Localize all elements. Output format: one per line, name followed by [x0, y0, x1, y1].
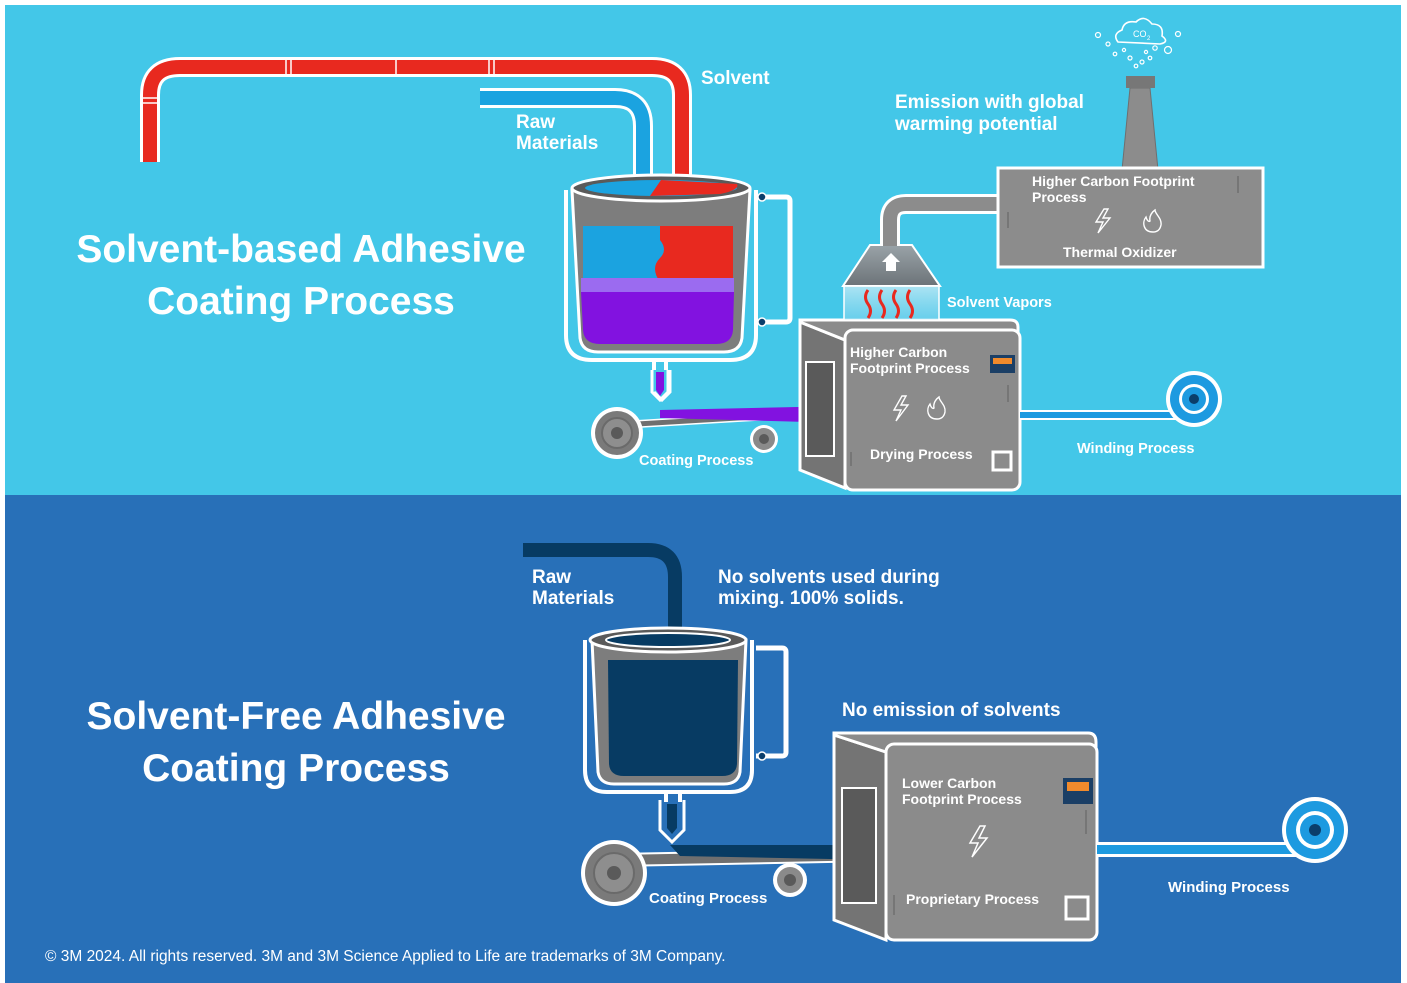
oxidizer-name: Thermal Oxidizer: [1063, 244, 1177, 260]
raw-materials-bottom-line2: Materials: [532, 588, 614, 609]
drying-machine: [798, 318, 1022, 492]
top-title-line2: Coating Process: [147, 280, 455, 323]
solvent-free-mixing-tank: [583, 626, 789, 794]
solvent-mixing-tank: [564, 173, 793, 362]
solvent-pipe: [140, 57, 692, 190]
lightning-icon: [968, 825, 989, 858]
top-title-line1: Solvent-based Adhesive: [76, 228, 525, 271]
raw-materials-pipe: [480, 88, 653, 195]
heat-waves: [864, 289, 914, 319]
solvent-label: Solvent: [701, 68, 770, 89]
emission-label-line2: warming potential: [894, 114, 1058, 135]
raw-materials-pipe-bottom: [523, 543, 682, 642]
lightning-icon: [892, 395, 910, 422]
co2-subscript: 2: [1147, 36, 1151, 42]
dryer-title-line2: Footprint Process: [850, 360, 970, 376]
coating-line-bottom: [581, 840, 881, 906]
coating-process-label: Coating Process: [639, 453, 753, 469]
solvent-free-panel: Lower Carbon Footprint Process Proprieta…: [5, 495, 1401, 983]
flame-icon: [927, 395, 946, 420]
oxidizer-title-line1: Higher Carbon Footprint: [1032, 173, 1195, 189]
raw-materials-bottom-line1: Raw: [532, 567, 571, 588]
exhaust-duct: [880, 194, 1000, 246]
dryer-title-line1: Higher Carbon: [850, 344, 947, 360]
up-arrow-icon: [882, 253, 900, 271]
co2-cloud-icon: CO 2: [1094, 17, 1182, 69]
coating-nozzle: [650, 360, 672, 403]
no-emission-label: No emission of solvents: [842, 700, 1061, 721]
coating-process-bottom-label: Coating Process: [649, 890, 767, 907]
raw-materials-label-line2: Materials: [516, 133, 598, 154]
lightning-icon: [1094, 208, 1112, 234]
raw-materials-label-line1: Raw: [516, 112, 555, 133]
co2-label: CO: [1133, 29, 1147, 39]
machine-name: Proprietary Process: [906, 891, 1039, 907]
coating-nozzle-bottom: [658, 792, 686, 845]
thermal-oxidizer: Higher Carbon Footprint Process Thermal …: [996, 166, 1265, 269]
bottom-title-line2: Coating Process: [142, 747, 450, 790]
winding-station-bottom: [1097, 797, 1348, 863]
vapor-hood: [841, 244, 942, 321]
drying-machine-labels: Higher Carbon Footprint Process Drying P…: [850, 344, 973, 462]
machine-title-line2: Footprint Process: [902, 791, 1022, 807]
solvent-vapors-label: Solvent Vapors: [947, 295, 1052, 311]
emission-label-line1: Emission with global: [895, 92, 1084, 113]
bottom-title-line1: Solvent-Free Adhesive: [86, 695, 505, 738]
proprietary-machine: Lower Carbon Footprint Process Proprieta…: [832, 731, 1099, 943]
copyright-footer: © 3M 2024. All rights reserved. 3M and 3…: [45, 948, 726, 965]
winding-process-label: Winding Process: [1077, 441, 1195, 457]
no-solvents-note-line2: mixing. 100% solids.: [718, 588, 904, 609]
winding-station: [1020, 371, 1222, 427]
no-solvents-note-line1: No solvents used during: [718, 567, 940, 588]
machine-title-line1: Lower Carbon: [902, 775, 996, 791]
dryer-name: Drying Process: [870, 446, 973, 462]
winding-process-bottom-label: Winding Process: [1168, 879, 1290, 896]
solvent-based-panel: CO 2 Higher Carbon Footprint Process The…: [5, 5, 1401, 495]
oxidizer-title-line2: Process: [1032, 189, 1087, 205]
flame-icon: [1143, 208, 1162, 233]
